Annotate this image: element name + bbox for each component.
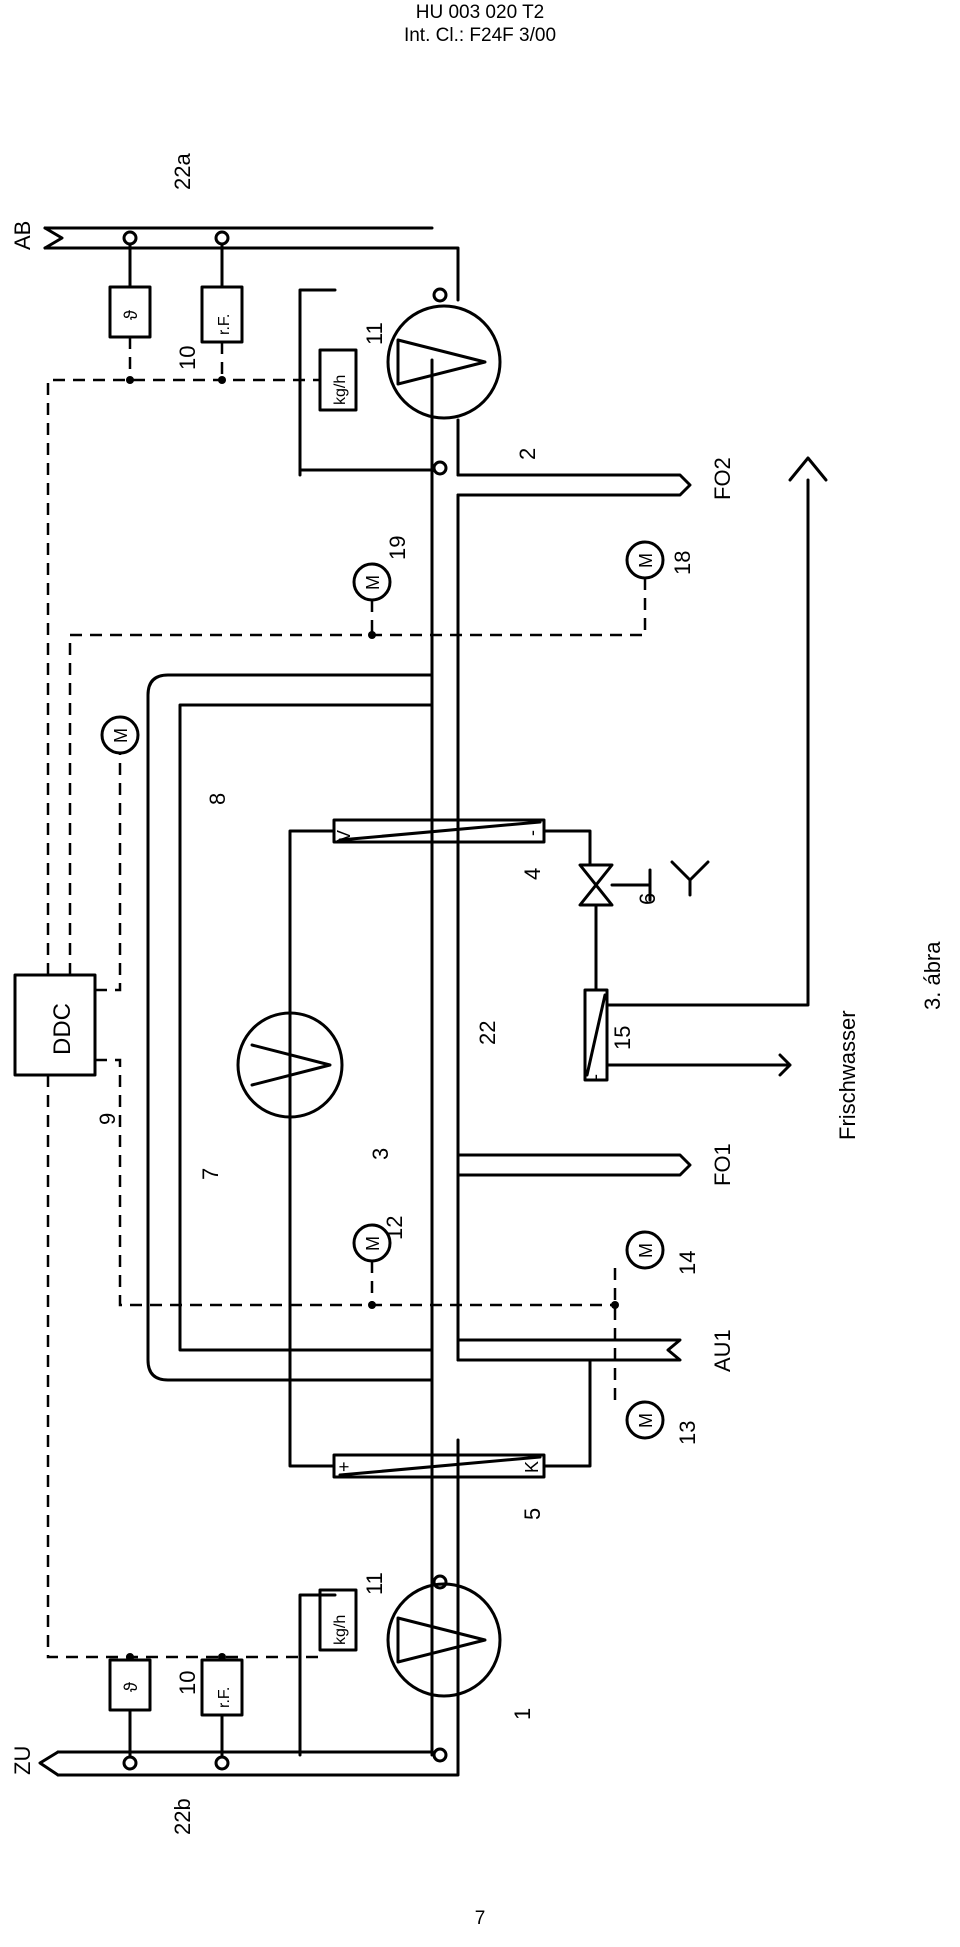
bypass-duct-outer xyxy=(146,673,434,1382)
exhaust-fan-triangle xyxy=(396,338,487,386)
label-10-top: 10 xyxy=(175,346,200,370)
ddc-label: DDC xyxy=(49,1003,76,1055)
motor-13-label: M xyxy=(636,1413,656,1428)
label-6: 6 xyxy=(635,893,660,905)
hx5-k-label: K xyxy=(522,1461,542,1473)
hx15-minus-label: - xyxy=(585,1074,605,1080)
supply-outlet-arrow xyxy=(38,1750,60,1777)
exhaust-inlet-zigzag xyxy=(43,226,64,250)
label-1: 1 xyxy=(510,1708,535,1720)
hx4-minus-label: - xyxy=(522,830,542,836)
label-22: 22 xyxy=(475,1021,500,1045)
au1-branch xyxy=(456,1338,682,1362)
label-fo1: FO1 xyxy=(710,1143,735,1186)
label-12: 12 xyxy=(382,1216,407,1240)
label-au1: AU1 xyxy=(710,1329,735,1372)
fo2-branch xyxy=(456,473,692,497)
label-15: 15 xyxy=(610,1026,635,1050)
label-10-bottom: 10 xyxy=(175,1671,200,1695)
label-4: 4 xyxy=(520,868,545,880)
supply-duct-bottom xyxy=(56,1753,460,1777)
patent-number: HU 003 020 T2 xyxy=(415,2,545,23)
label-19: 19 xyxy=(385,536,410,560)
label-fo2: FO2 xyxy=(710,457,735,500)
temp-sensor-top-label: ϑ xyxy=(121,310,141,320)
classification: Int. Cl.: F24F 3/00 xyxy=(403,25,557,46)
motor-12-label: M xyxy=(363,1236,383,1251)
humidity-sensor-bottom-label: r.F. xyxy=(216,1687,233,1708)
fo1-branch xyxy=(456,1153,692,1177)
bypass-duct-inner xyxy=(178,703,434,1352)
label-7: 7 xyxy=(198,1168,223,1180)
fresh-water-arrow xyxy=(788,456,828,482)
page-number: 7 xyxy=(474,1908,486,1929)
humidity-sensor-top-label: r.F. xyxy=(216,314,233,335)
kgh-label-bottom: kg/h xyxy=(332,1615,349,1645)
ddc-controller xyxy=(13,973,97,1077)
label-3: 3 xyxy=(368,1148,393,1160)
supply-fan-triangle xyxy=(396,1616,487,1664)
label-9: 9 xyxy=(95,1113,120,1125)
valve-6 xyxy=(578,863,614,907)
label-ab: AB xyxy=(10,221,35,250)
label-11-top: 11 xyxy=(362,322,387,345)
label-13: 13 xyxy=(675,1421,700,1445)
supply-fan xyxy=(386,1582,502,1698)
fresh-water-line xyxy=(605,478,810,1007)
label-frischwasser: Frischwasser xyxy=(835,1010,860,1140)
motor-19-label: M xyxy=(363,575,383,590)
label-8: 8 xyxy=(205,793,230,805)
label-11-bottom: 11 xyxy=(362,1572,387,1595)
hx5-plus-label: + xyxy=(334,1461,354,1472)
motor-14-label: M xyxy=(636,1243,656,1258)
temp-sensor-bottom-label: ϑ xyxy=(121,1682,141,1692)
flow-meter-bottom xyxy=(318,1588,358,1652)
label-2: 2 xyxy=(515,448,540,460)
motor-18-label: M xyxy=(636,553,656,568)
exhaust-fan xyxy=(386,304,502,420)
motor-14 xyxy=(625,1230,665,1270)
figure-caption: 3. ábra xyxy=(920,941,945,1010)
label-22a: 22a xyxy=(170,153,195,190)
label-18: 18 xyxy=(670,551,695,575)
label-14: 14 xyxy=(675,1251,700,1275)
motor-13 xyxy=(625,1400,665,1440)
label-5: 5 xyxy=(520,1508,545,1520)
motor-8-label: M xyxy=(111,728,131,743)
label-zu: ZU xyxy=(10,1746,35,1775)
label-22b: 22b xyxy=(170,1798,195,1835)
exhaust-duct-bottom xyxy=(43,246,460,302)
hx4-v-label: V xyxy=(334,830,354,842)
kgh-label-top: kg/h xyxy=(332,375,349,405)
